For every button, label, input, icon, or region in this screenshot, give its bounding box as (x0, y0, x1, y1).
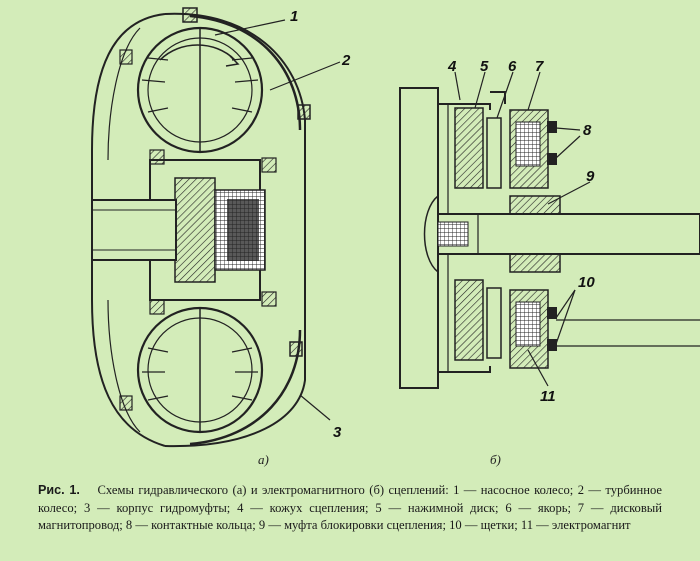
caption-text: Схемы гидравлического (а) и электромагни… (38, 483, 662, 532)
label-3: 3 (333, 424, 342, 441)
label-6: 6 (508, 58, 517, 75)
label-8: 8 (583, 122, 592, 139)
label-7: 7 (535, 58, 544, 75)
subfigure-a-label: а) (258, 452, 269, 467)
clutch-schematics-figure: 1 2 3 4 5 6 7 8 9 10 11 а) б) (91, 7, 700, 467)
schematic-drawings (91, 7, 700, 448)
figure-caption: Рис. 1. Схемы гидравлического (а) и элек… (38, 482, 662, 535)
label-4: 4 (448, 58, 457, 75)
fluid-coupling-drawing (91, 7, 341, 448)
label-1: 1 (290, 8, 299, 25)
subfigure-b-label: б) (490, 452, 501, 467)
caption-label: Рис. 1. (38, 483, 80, 497)
label-2: 2 (342, 52, 351, 69)
label-5: 5 (480, 58, 489, 75)
label-9: 9 (586, 168, 595, 185)
label-11: 11 (540, 388, 556, 405)
label-10: 10 (578, 274, 595, 291)
electromagnetic-clutch-drawing (399, 71, 700, 389)
